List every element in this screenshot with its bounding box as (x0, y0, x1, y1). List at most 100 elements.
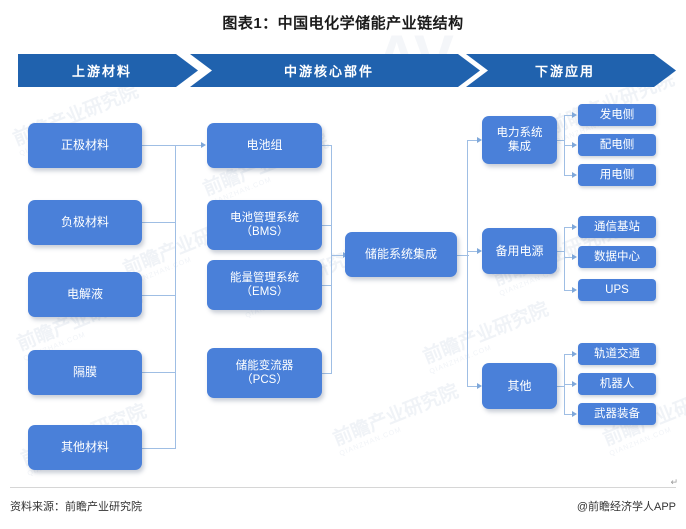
node-midstream-pcs[interactable]: 储能变流器 （PCS） (207, 348, 322, 398)
node-label-line2: （PCS） (241, 374, 288, 386)
node-midstream-ems[interactable]: 能量管理系统 （EMS） (207, 260, 322, 310)
node-label: 正极材料 (60, 138, 109, 152)
node-label-line2: （BMS） (240, 226, 289, 238)
node-label: 武器装备 (594, 407, 640, 420)
connector-line (564, 175, 574, 176)
arrow-head-icon (201, 141, 206, 148)
connector-bus-group2 (564, 227, 565, 290)
node-label: 负极材料 (60, 215, 109, 229)
arrow-head-icon (572, 253, 577, 260)
arrow-head-icon (572, 141, 577, 148)
node-label: 储能系统集成 (364, 247, 437, 261)
node-energy-storage-system-integration[interactable]: 储能系统集成 (345, 232, 457, 277)
node-label: 隔膜 (72, 365, 97, 379)
node-label: 配电侧 (599, 138, 635, 151)
node-leaf-robot[interactable]: 机器人 (578, 373, 656, 395)
node-label: 发电侧 (599, 108, 635, 121)
node-leaf-consumption-side[interactable]: 用电侧 (578, 164, 656, 186)
arrow-head-icon (572, 380, 577, 387)
arrow-head-icon (572, 223, 577, 230)
connector-line (457, 255, 469, 256)
connector-line (467, 140, 479, 141)
app-credit: @前瞻经济学人APP (576, 501, 676, 513)
connector-line (564, 227, 574, 228)
connector-line (322, 285, 332, 286)
node-label-line2: （EMS） (240, 286, 289, 298)
node-label-line1: 电池管理系统 (230, 211, 299, 224)
node-leaf-weapon-equipment[interactable]: 武器装备 (578, 403, 656, 425)
node-downstream-other[interactable]: 其他 (482, 363, 557, 409)
connector-bus-upstream (175, 145, 176, 449)
node-midstream-bms[interactable]: 电池管理系统 （BMS） (207, 200, 322, 250)
node-label-line1: 储能变流器 (235, 359, 294, 372)
page-title: 图表1：中国电化学储能产业链结构 (222, 15, 464, 32)
connector-line (557, 386, 565, 387)
node-upstream-separator[interactable]: 隔膜 (28, 350, 142, 395)
node-leaf-distribution-side[interactable]: 配电侧 (578, 134, 656, 156)
connector-line (142, 372, 176, 373)
node-label: 数据中心 (594, 250, 640, 263)
node-label: UPS (605, 283, 629, 296)
connector-bus-midstream (331, 145, 332, 374)
arrow-head-icon (477, 136, 482, 143)
connector-line (557, 251, 565, 252)
connector-line (322, 225, 332, 226)
node-label-line1: 电力系统 (496, 126, 543, 139)
source-note: 资料来源：前瞻产业研究院 (10, 501, 142, 513)
connector-line (564, 414, 574, 415)
node-downstream-backup-power[interactable]: 备用电源 (482, 228, 557, 274)
node-leaf-rail-transit[interactable]: 轨道交通 (578, 343, 656, 365)
arrow-head-icon (572, 350, 577, 357)
connector-line (564, 145, 574, 146)
arrow-head-icon (572, 111, 577, 118)
stage-header-band: 上游材料 中游核心部件 下游应用 (0, 54, 686, 87)
node-upstream-anode[interactable]: 负极材料 (28, 200, 142, 245)
node-label: 通信基站 (594, 220, 640, 233)
node-downstream-power-system-integration[interactable]: 电力系统 集成 (482, 116, 557, 164)
node-label: 用电侧 (599, 168, 635, 181)
connector-line (322, 373, 332, 374)
node-upstream-electrolyte[interactable]: 电解液 (28, 272, 142, 317)
connector-line (564, 290, 574, 291)
node-label: 其他材料 (60, 440, 109, 454)
connector-line (142, 448, 176, 449)
connector-line (564, 354, 574, 355)
node-label-line2: 集成 (508, 141, 531, 153)
connector-line (557, 140, 565, 141)
stage-arrow-midstream-label: 中游核心部件 (283, 64, 374, 79)
arrow-head-icon (477, 382, 482, 389)
node-leaf-ups[interactable]: UPS (578, 279, 656, 301)
node-midstream-battery-pack[interactable]: 电池组 (207, 123, 322, 168)
connector-line (564, 257, 574, 258)
stage-arrow-upstream[interactable]: 上游材料 (18, 54, 198, 87)
node-label: 其他 (507, 378, 532, 393)
connector-line (564, 115, 574, 116)
arrow-head-icon (572, 410, 577, 417)
node-leaf-comm-base-station[interactable]: 通信基站 (578, 216, 656, 238)
arrow-head-icon (477, 247, 482, 254)
node-leaf-data-center[interactable]: 数据中心 (578, 246, 656, 268)
stage-arrow-downstream-label: 下游应用 (534, 64, 595, 79)
node-leaf-generation-side[interactable]: 发电侧 (578, 104, 656, 126)
connector-line (564, 384, 574, 385)
stage-arrow-midstream[interactable]: 中游核心部件 (190, 54, 480, 87)
connector-line (175, 145, 203, 146)
stage-arrow-downstream[interactable]: 下游应用 (466, 54, 676, 87)
node-label: 电解液 (66, 287, 103, 301)
node-label-line1: 能量管理系统 (230, 271, 299, 284)
connector-line (142, 145, 176, 146)
footer-divider (10, 487, 676, 488)
node-label: 备用电源 (495, 243, 544, 258)
connector-bus-downstream (467, 140, 468, 386)
arrow-head-icon (572, 286, 577, 293)
node-upstream-other[interactable]: 其他材料 (28, 425, 142, 470)
paragraph-mark-icon: ↵ (670, 477, 678, 487)
node-label: 电池组 (246, 138, 283, 152)
connector-line (142, 295, 176, 296)
connector-line (322, 145, 332, 146)
connector-line (467, 251, 479, 252)
connector-line (142, 222, 176, 223)
node-upstream-cathode[interactable]: 正极材料 (28, 123, 142, 168)
